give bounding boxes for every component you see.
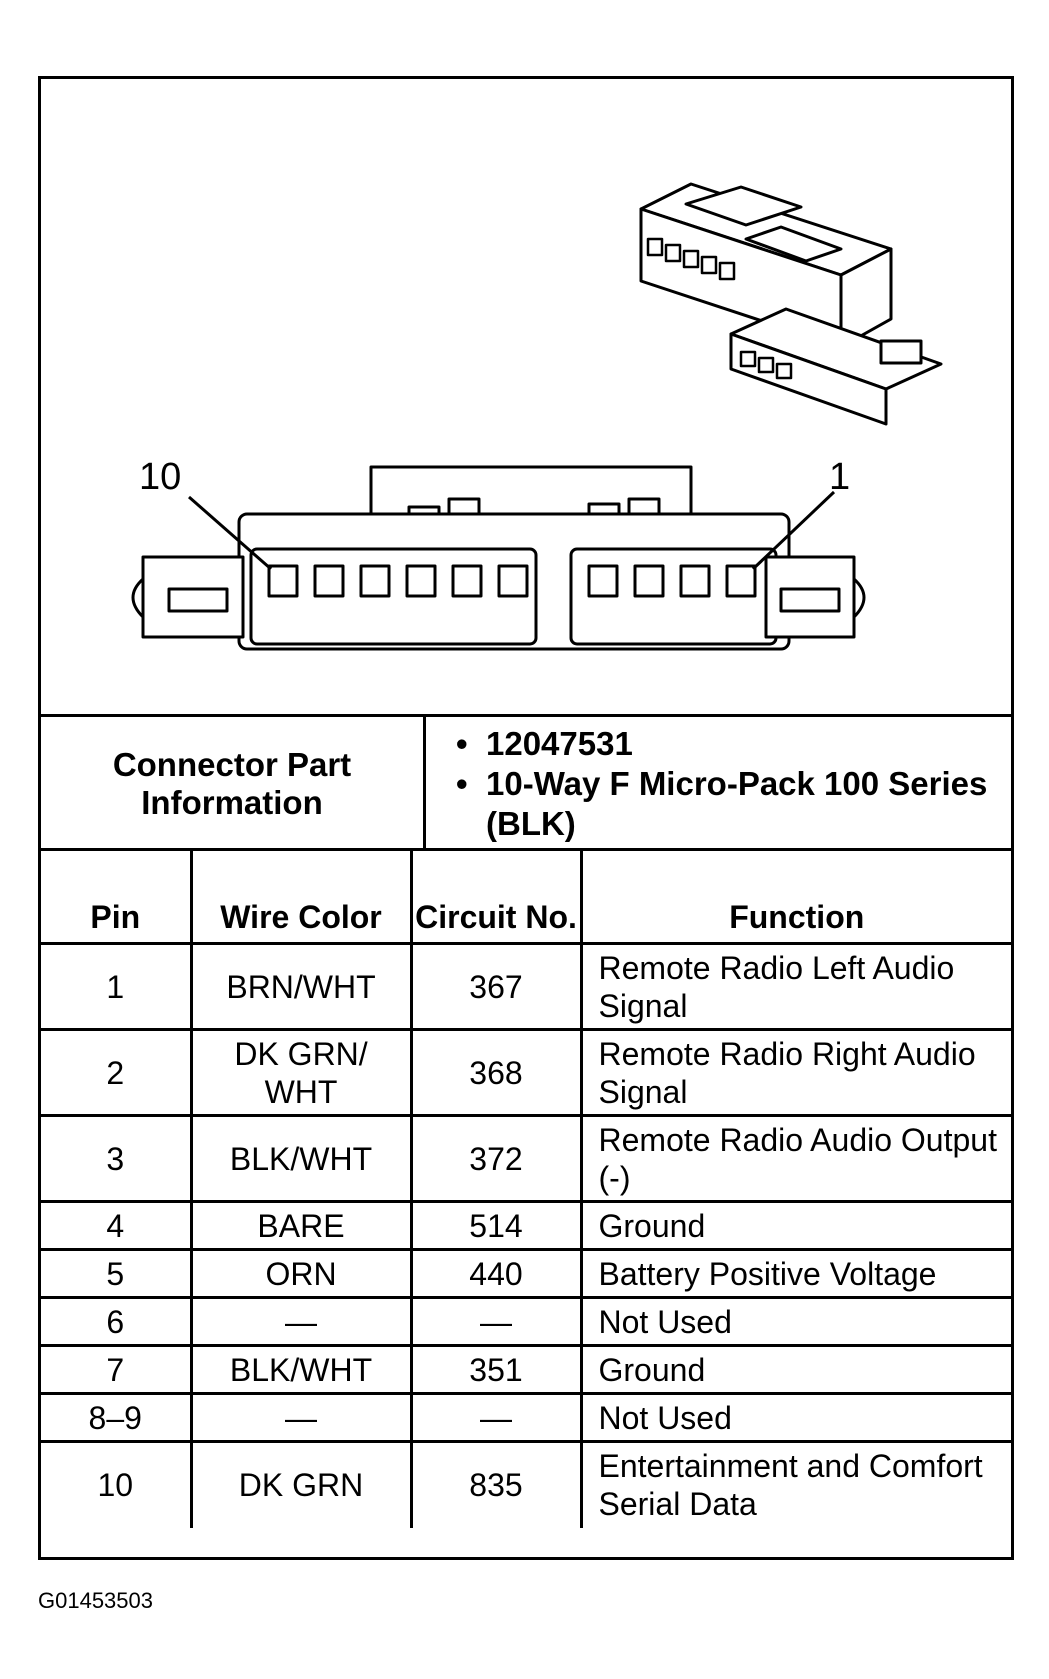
pinout-table: Pin Wire Color Circuit No. Function 1 BR… [41, 848, 1011, 1528]
table-row: 5 ORN 440 Battery Positive Voltage [41, 1248, 1011, 1299]
wire-color-cell: ORN [189, 1248, 413, 1299]
connector-part-info-label: Connector Part Information [41, 714, 426, 850]
header-function: Function [579, 848, 1011, 945]
connector-3d-illustration [639, 182, 943, 426]
diagram-frame: 10 1 Connector Part Information •1204753… [38, 76, 1014, 1560]
function-cell: Battery Positive Voltage [579, 1248, 1011, 1299]
pin-cell: 7 [41, 1344, 193, 1395]
circuit-cell: 835 [409, 1440, 583, 1528]
table-row: 1 BRN/WHT 367 Remote Radio Left Audio Si… [41, 942, 1011, 1031]
pin-cell: 8–9 [41, 1392, 193, 1443]
function-cell: Not Used [579, 1296, 1011, 1347]
header-pin: Pin [41, 848, 193, 945]
table-row: 4 BARE 514 Ground [41, 1200, 1011, 1251]
part-number: •12047531 [456, 724, 633, 762]
circuit-cell: — [409, 1392, 583, 1443]
part-number-text: 12047531 [486, 724, 633, 762]
header-wire-color: Wire Color [189, 848, 413, 945]
pin-cell: 4 [41, 1200, 193, 1251]
table-header-row: Pin Wire Color Circuit No. Function [41, 848, 1011, 945]
pin-cell: 3 [41, 1114, 193, 1203]
pin-cell: 2 [41, 1028, 193, 1117]
function-cell: Remote Radio Right Audio Signal [579, 1028, 1011, 1117]
table-row: 8–9 — — Not Used [41, 1392, 1011, 1443]
wire-color-cell: BARE [189, 1200, 413, 1251]
connector-part-info-values: •12047531 •10-Way F Micro-Pack 100 Serie… [424, 714, 1011, 850]
pin-cell: 6 [41, 1296, 193, 1347]
wire-color-cell: — [189, 1392, 413, 1443]
function-cell: Remote Radio Audio Output (-) [579, 1114, 1011, 1203]
pin-cell: 10 [41, 1440, 193, 1528]
connector-type-text: 10-Way F Micro-Pack 100 Series (BLK) [486, 764, 988, 842]
table-row: 10 DK GRN 835 Entertainment and Comfort … [41, 1440, 1011, 1528]
pin-cell: 1 [41, 942, 193, 1031]
circuit-cell: 372 [409, 1114, 583, 1203]
function-cell: Ground [579, 1200, 1011, 1251]
table-row: 6 — — Not Used [41, 1296, 1011, 1347]
wire-color-cell: — [189, 1296, 413, 1347]
circuit-cell: 514 [409, 1200, 583, 1251]
table-row: 3 BLK/WHT 372 Remote Radio Audio Output … [41, 1114, 1011, 1203]
circuit-cell: 440 [409, 1248, 583, 1299]
circuit-cell: 367 [409, 942, 583, 1031]
circuit-cell: — [409, 1296, 583, 1347]
pin-10-label: 10 [139, 456, 181, 498]
pin-1-label: 1 [829, 456, 850, 498]
circuit-cell: 351 [409, 1344, 583, 1395]
pin-cell: 5 [41, 1248, 193, 1299]
function-cell: Not Used [579, 1392, 1011, 1443]
table-row: 7 BLK/WHT 351 Ground [41, 1344, 1011, 1395]
wire-color-cell: DK GRN [189, 1440, 413, 1528]
figure-code: G01453503 [38, 1588, 153, 1613]
table-row: 2 DK GRN/ WHT 368 Remote Radio Right Aud… [41, 1028, 1011, 1117]
wire-color-cell: BLK/WHT [189, 1344, 413, 1395]
function-cell: Entertainment and Comfort Serial Data [579, 1440, 1011, 1528]
wire-color-cell: DK GRN/ WHT [189, 1028, 413, 1117]
function-cell: Remote Radio Left Audio Signal [579, 942, 1011, 1031]
pin-cavities [267, 564, 757, 598]
connector-part-info: Connector Part Information •12047531 •10… [41, 714, 1011, 850]
connector-front-view [131, 465, 866, 651]
circuit-cell: 368 [409, 1028, 583, 1117]
function-cell: Ground [579, 1344, 1011, 1395]
wire-color-cell: BRN/WHT [189, 942, 413, 1031]
connector-type: •10-Way F Micro-Pack 100 Series (BLK) [456, 764, 988, 842]
connector-diagram: 10 1 [131, 182, 943, 651]
wire-color-cell: BLK/WHT [189, 1114, 413, 1203]
header-circuit-no: Circuit No. [409, 848, 583, 945]
